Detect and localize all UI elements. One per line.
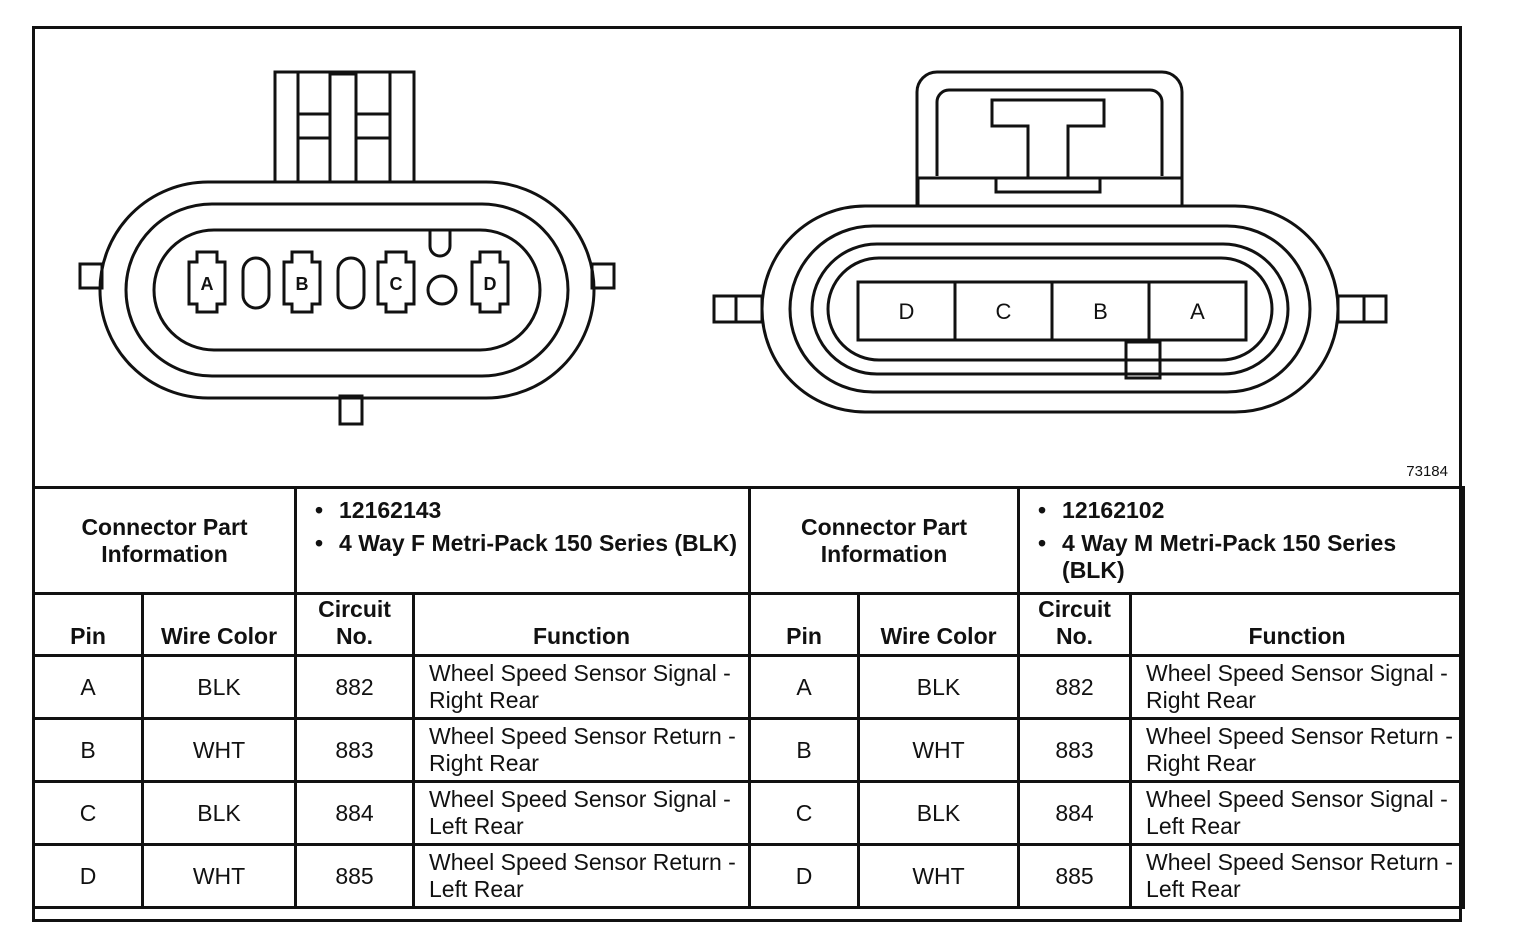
left-connector-drawing: A B C D [78, 70, 616, 426]
table-row: D WHT 885 Wheel Speed Sensor Return - Le… [32, 843, 1466, 909]
right-part-number: 12162102 [1038, 497, 1462, 524]
circuit-cell: 882 [1017, 654, 1133, 720]
left-cavity-b: B [282, 250, 322, 314]
pin-cell: A [748, 654, 861, 720]
table-row: B WHT 883 Wheel Speed Sensor Return - Ri… [32, 717, 1466, 783]
function-cell: Wheel Speed Sensor Signal - Right Rear [412, 654, 752, 720]
right-cavity-d: D [856, 280, 957, 342]
right-cavity-b: B [1050, 280, 1151, 342]
circuit-cell: 882 [294, 654, 416, 720]
right-part-description: 4 Way M Metri-Pack 150 Series (BLK) [1038, 530, 1462, 584]
left-info-items: 12162143 4 Way F Metri-Pack 150 Series (… [294, 486, 752, 595]
pin-cell: D [32, 843, 144, 909]
left-part-description: 4 Way F Metri-Pack 150 Series (BLK) [315, 530, 748, 557]
connector-drawings: A B C D D C B A [78, 70, 1388, 426]
cavity-label: B [1093, 299, 1108, 324]
function-cell: Wheel Speed Sensor Signal - Right Rear [1129, 654, 1466, 720]
wire-color-cell: BLK [140, 780, 298, 846]
cavity-label: A [1190, 299, 1205, 324]
function-cell: Wheel Speed Sensor Signal - Left Rear [412, 780, 752, 846]
cavity-separator [241, 256, 271, 310]
circuit-cell: 883 [294, 717, 416, 783]
cavity-label: C [390, 274, 403, 294]
wire-color-cell: WHT [140, 843, 298, 909]
function-cell: Wheel Speed Sensor Return - Left Rear [1129, 843, 1466, 909]
col-function: Function [412, 592, 752, 657]
function-cell: Wheel Speed Sensor Return - Right Rear [1129, 717, 1466, 783]
right-cavity-a: A [1147, 280, 1248, 342]
col-wire-color: Wire Color [140, 592, 298, 657]
circuit-cell: 884 [294, 780, 416, 846]
cavity-label: B [296, 274, 309, 294]
left-cavity-a: A [187, 250, 227, 314]
pin-cell: B [32, 717, 144, 783]
part-info-row: Connector Part Information 12162143 4 Wa… [31, 486, 1466, 595]
left-part-number: 12162143 [315, 497, 748, 524]
col-pin: Pin [748, 592, 861, 657]
col-function: Function [1129, 592, 1466, 657]
col-circuit: Circuit No. [1017, 592, 1133, 657]
right-info-label: Connector Part Information [748, 486, 1021, 595]
circuit-cell: 885 [1017, 843, 1133, 909]
table-row: C BLK 884 Wheel Speed Sensor Signal - Le… [32, 780, 1466, 846]
pin-cell: C [32, 780, 144, 846]
wire-color-cell: WHT [857, 717, 1021, 783]
circuit-cell: 883 [1017, 717, 1133, 783]
right-cavity-c: C [953, 280, 1054, 342]
table-row: A BLK 882 Wheel Speed Sensor Signal - Ri… [32, 654, 1466, 720]
function-cell: Wheel Speed Sensor Return - Right Rear [412, 717, 752, 783]
circuit-cell: 884 [1017, 780, 1133, 846]
wire-color-cell: WHT [140, 717, 298, 783]
connector-pin-table: Connector Part Information 12162143 4 Wa… [31, 486, 1466, 909]
col-circuit: Circuit No. [294, 592, 416, 657]
right-info-items: 12162102 4 Way M Metri-Pack 150 Series (… [1017, 486, 1466, 595]
page-frame [32, 26, 1462, 922]
left-cavity-d: D [470, 250, 510, 314]
cavity-label: C [996, 299, 1012, 324]
circuit-cell: 885 [294, 843, 416, 909]
connector-figure: A B C D D C B A 73184 [32, 26, 1462, 488]
left-info-label: Connector Part Information [31, 486, 298, 595]
figure-id: 73184 [1406, 463, 1448, 480]
col-wire-color: Wire Color [857, 592, 1021, 657]
wire-color-cell: WHT [857, 843, 1021, 909]
col-pin: Pin [32, 592, 144, 657]
cavity-label: D [484, 274, 497, 294]
function-cell: Wheel Speed Sensor Signal - Left Rear [1129, 780, 1466, 846]
pin-cell: C [748, 780, 861, 846]
wire-color-cell: BLK [857, 780, 1021, 846]
wire-color-cell: BLK [857, 654, 1021, 720]
cavity-label: D [899, 299, 915, 324]
pin-cell: D [748, 843, 861, 909]
function-cell: Wheel Speed Sensor Return - Left Rear [412, 843, 752, 909]
wire-color-cell: BLK [140, 654, 298, 720]
left-cavity-c: C [376, 250, 416, 314]
cavity-separator [426, 274, 458, 306]
pin-cell: B [748, 717, 861, 783]
column-header-row: Pin Wire Color Circuit No. Function Pin … [32, 592, 1466, 657]
cavity-separator [336, 256, 366, 310]
pin-cell: A [32, 654, 144, 720]
cavity-label: A [201, 274, 214, 294]
